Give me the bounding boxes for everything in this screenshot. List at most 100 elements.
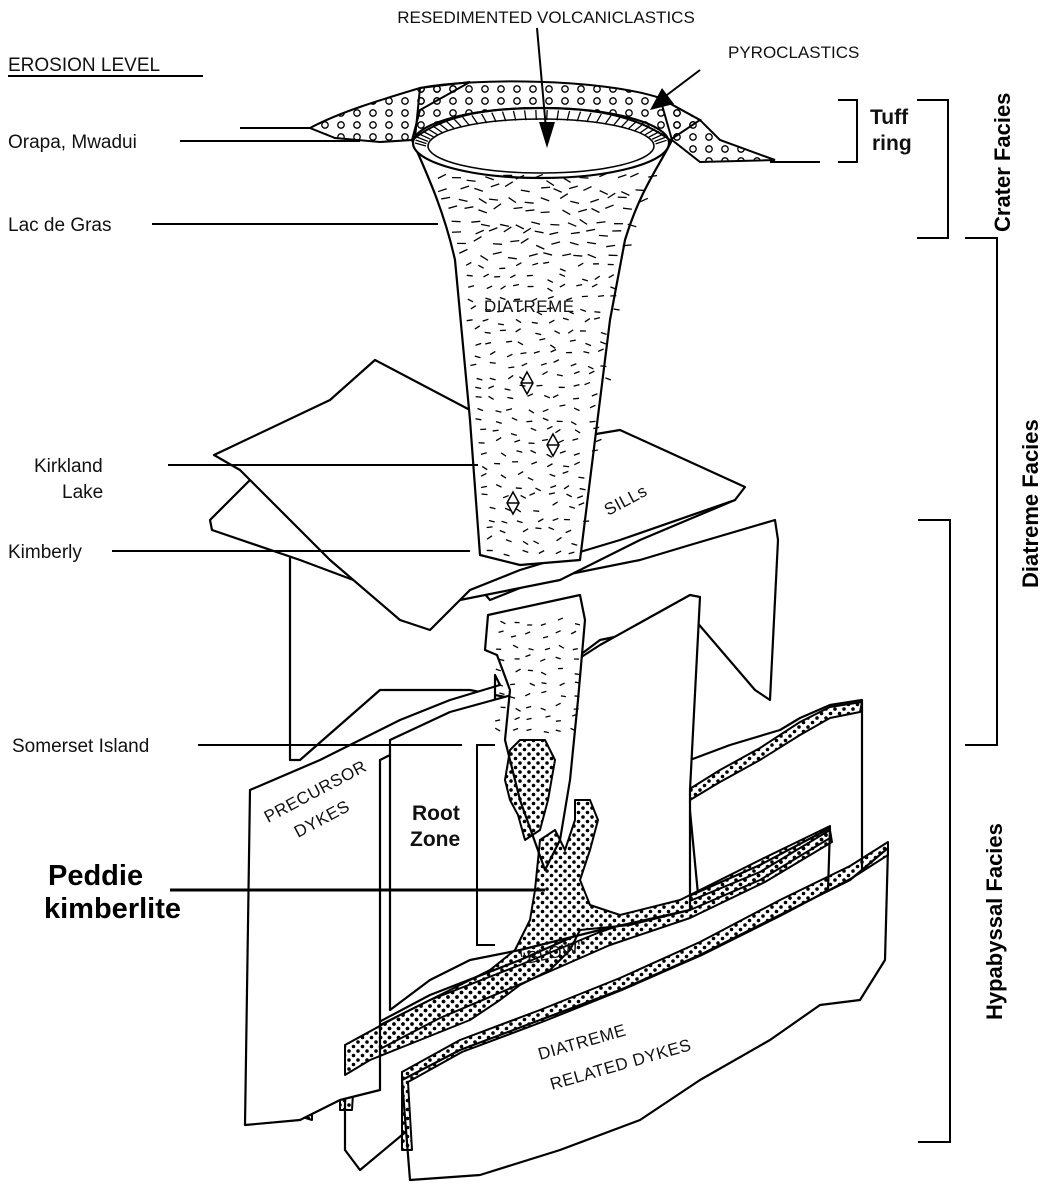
texture-dash xyxy=(531,297,538,302)
texture-dash xyxy=(648,174,658,178)
hatch-line xyxy=(462,116,471,127)
dyke-sheet-front-fill xyxy=(401,841,889,1151)
texture-dash xyxy=(556,536,562,542)
texture-dash xyxy=(473,236,482,242)
hatch-line xyxy=(501,111,507,122)
texture-dash xyxy=(515,174,525,180)
texture-dash xyxy=(500,452,507,457)
texture-dash xyxy=(555,729,561,733)
texture-dash xyxy=(525,209,535,212)
texture-dash xyxy=(524,631,531,635)
texture-dash xyxy=(510,239,520,243)
texture-dash xyxy=(497,683,504,687)
texture-dash xyxy=(565,529,572,534)
texture-dash xyxy=(485,341,492,345)
texture-dash xyxy=(533,510,540,512)
texture-dash xyxy=(600,341,607,345)
texture-dash xyxy=(512,727,519,731)
texture-dash xyxy=(570,727,576,732)
texture-dash xyxy=(573,370,580,375)
texture-dash xyxy=(527,393,534,397)
texture-dash xyxy=(493,203,502,210)
texture-dash xyxy=(538,550,545,554)
texture-dash xyxy=(500,474,507,479)
texture-dash xyxy=(617,174,627,179)
texture-dash xyxy=(488,227,498,232)
texture-dash xyxy=(600,365,607,368)
texture-dash xyxy=(474,187,484,192)
texture-dash xyxy=(627,223,637,228)
texture-dash xyxy=(520,494,527,499)
texture-dash xyxy=(495,410,502,413)
texture-dash xyxy=(466,319,473,322)
texture-dash xyxy=(489,506,496,510)
texture-dash xyxy=(516,450,523,453)
texture-dash xyxy=(489,350,496,356)
texture-dash xyxy=(500,620,506,625)
texture-dash xyxy=(559,404,566,407)
hatch-line xyxy=(471,115,479,125)
texture-dash xyxy=(570,421,577,426)
texture-dash xyxy=(515,328,521,333)
texture-dash xyxy=(525,705,532,709)
texture-dash xyxy=(598,295,605,298)
texture-dash xyxy=(489,377,496,381)
texture-dash xyxy=(541,186,551,189)
texture-dash xyxy=(510,433,517,436)
texture-dash xyxy=(510,635,517,638)
texture-dash xyxy=(504,388,511,391)
texture-dash xyxy=(539,338,546,341)
texture-dash xyxy=(475,386,482,390)
texture-dash xyxy=(495,436,502,442)
texture-dash xyxy=(568,185,578,190)
diamond-icon xyxy=(506,490,520,516)
crater-facies-bracket xyxy=(917,99,949,239)
texture-dash xyxy=(540,671,547,676)
texture-dash xyxy=(536,384,543,387)
texture-dash xyxy=(557,617,564,621)
texture-dash xyxy=(465,261,472,266)
texture-dash xyxy=(536,311,543,316)
diamond-icon xyxy=(546,432,560,458)
label-peddie: Peddie xyxy=(48,860,143,892)
texture-dash xyxy=(594,311,601,313)
texture-dash xyxy=(475,229,484,235)
texture-dash xyxy=(544,394,551,399)
texture-dash xyxy=(569,339,576,342)
texture-dash xyxy=(533,350,540,354)
texture-dash xyxy=(530,427,537,432)
texture-dash xyxy=(547,287,553,292)
hatch-line xyxy=(523,110,527,121)
texture-dash xyxy=(574,681,580,684)
texture-dash xyxy=(567,222,577,227)
texture-dash xyxy=(524,201,534,204)
texture-dash xyxy=(548,492,555,495)
label-kimberlite: kimberlite xyxy=(44,893,181,925)
texture-dash xyxy=(460,185,470,190)
texture-dash xyxy=(480,254,489,261)
texture-dash xyxy=(639,197,649,203)
texture-dash xyxy=(478,264,484,269)
texture-dash xyxy=(497,323,504,326)
texture-dash xyxy=(542,370,548,376)
texture-dash xyxy=(466,274,473,277)
texture-dash xyxy=(534,173,544,179)
texture-dash xyxy=(512,283,520,287)
texture-dash xyxy=(497,310,504,313)
texture-dash xyxy=(590,198,600,203)
texture-dash xyxy=(474,325,481,330)
texture-dash xyxy=(554,330,561,335)
texture-dash xyxy=(630,172,639,178)
texture-dash xyxy=(526,420,533,423)
texture-dash xyxy=(502,494,509,499)
texture-dash xyxy=(481,465,488,471)
texture-dash xyxy=(562,253,572,257)
texture-dash xyxy=(485,297,492,301)
tuff-ring-bracket xyxy=(838,99,858,163)
texture-dash xyxy=(437,173,447,179)
texture-dash xyxy=(546,453,553,458)
texture-dash xyxy=(458,198,468,203)
texture-dash xyxy=(578,502,585,506)
texture-dash xyxy=(574,461,581,466)
texture-dash xyxy=(580,308,587,312)
